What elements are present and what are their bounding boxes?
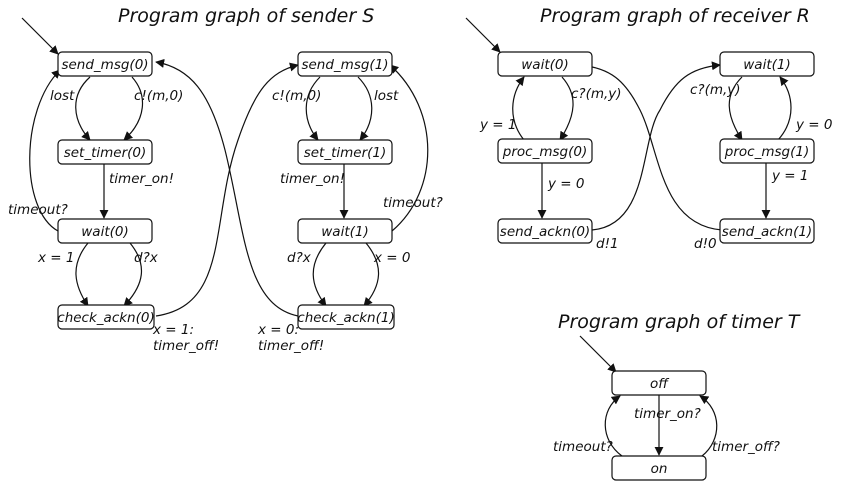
node-label: wait(1) (321, 224, 368, 240)
label-timeout-0: timeout? (8, 202, 68, 218)
label-c-recv-1: c?(m,y) (690, 82, 741, 98)
edge-wait1-x0-check1 (363, 242, 380, 307)
sender-initial-arrow (21, 17, 59, 55)
edge-check1-to-send0 (155, 58, 299, 317)
node-label: wait(1) (743, 57, 790, 73)
label-x-eq-1: x = 1 (37, 250, 74, 266)
label-x0-timer-off-line1: x = 0: (257, 322, 299, 338)
label-x1-timer-off-line2: timer_off! (153, 338, 219, 354)
label-y-eq-1-down: y = 1 (771, 168, 808, 184)
edge-ackn0-d1-rwait1 (591, 61, 721, 231)
node-wait-1: wait(1) (297, 218, 393, 244)
timer-graph-title: Program graph of timer T (558, 311, 801, 333)
label-timer-on-1: timer_on! (280, 171, 345, 187)
label-y-eq-0-right: y = 0 (795, 117, 832, 133)
node-proc-msg-0: proc_msg(0) (497, 138, 593, 164)
node-set-timer-1: set_timer(1) (297, 139, 393, 165)
label-d-x-0: d?x (134, 250, 159, 266)
node-wait-0: wait(0) (57, 218, 153, 244)
label-lost-0: lost (50, 88, 75, 104)
edge-proc1-y0-rwait1 (777, 76, 792, 141)
label-x1-timer-off-line1: x = 1: (152, 322, 194, 338)
label-lost-1: lost (374, 88, 399, 104)
node-label: check_ackn(0) (57, 310, 154, 326)
edge-wait1-timeout-send1 (389, 64, 429, 232)
node-send-ackn-1: send_ackn(1) (719, 218, 815, 244)
node-label: wait(0) (521, 57, 568, 73)
edge-on-timeroff-off (699, 395, 718, 457)
node-label: set_timer(1) (304, 145, 387, 161)
node-label: check_ackn(1) (297, 310, 394, 326)
edge-send1-lost-settimer1 (357, 76, 373, 141)
receiver-edges (465, 17, 792, 231)
node-timer-on: on (611, 455, 707, 481)
receiver-graph-title: Program graph of receiver R (540, 5, 810, 27)
label-x-eq-0: x = 0 (373, 250, 410, 266)
node-send-msg-0: send_msg(0) (57, 51, 153, 77)
edge-ackn1-d0-rwait0 (579, 61, 723, 231)
node-label: send_msg(1) (301, 57, 388, 73)
timer-initial-arrow (579, 335, 617, 373)
node-send-ackn-0: send_ackn(0) (497, 218, 593, 244)
label-d-x-1: d?x (287, 250, 312, 266)
node-label: on (651, 461, 668, 477)
sender-edge-labels: lost c!(m,0) timer_on! timeout? x = 1 d?… (8, 88, 443, 354)
edge-wait0-x1-check0 (75, 242, 89, 307)
node-label: off (650, 376, 669, 392)
node-r-wait-1: wait(1) (719, 51, 815, 77)
label-timer-on-0: timer_on! (109, 171, 174, 187)
sender-edges (21, 17, 429, 317)
label-d-send-1: d!1 (596, 236, 619, 252)
node-label: wait(0) (81, 224, 128, 240)
node-set-timer-0: set_timer(0) (57, 139, 153, 165)
timer-edge-labels: timer_on? timeout? timer_off? (553, 406, 780, 455)
edge-wait0-timeout-send0 (29, 69, 61, 232)
label-timer-on-recv: timer_on? (634, 406, 701, 422)
receiver-initial-arrow (465, 17, 501, 53)
edge-send0-c-settimer0 (123, 76, 144, 141)
edge-rwait1-c-proc1 (728, 76, 743, 141)
node-check-ackn-0: check_ackn(0) (57, 304, 155, 330)
node-timer-off: off (611, 370, 707, 396)
node-proc-msg-1: proc_msg(1) (719, 138, 815, 164)
label-d-send-0: d!0 (694, 236, 717, 252)
label-timer-off-recv: timer_off? (712, 439, 780, 455)
node-r-wait-0: wait(0) (497, 51, 593, 77)
label-c-send-0: c!(m,0) (134, 88, 183, 104)
edge-wait0-d-check0 (123, 242, 143, 307)
edge-rwait0-c-proc0 (559, 76, 574, 141)
sender-graph-title: Program graph of sender S (118, 5, 374, 27)
label-y-eq-0-down: y = 0 (547, 176, 584, 192)
edge-check0-to-send1 (155, 62, 299, 317)
timer-nodes: off on (611, 370, 707, 481)
label-y-eq-1-left: y = 1 (479, 117, 516, 133)
edge-send0-lost-settimer0 (75, 76, 91, 141)
edge-send1-c-settimer1 (305, 76, 321, 141)
node-label: proc_msg(1) (724, 144, 809, 160)
node-label: send_ackn(1) (722, 224, 812, 240)
receiver-nodes: wait(0) proc_msg(0) send_ackn(0) wait(1)… (497, 51, 815, 244)
node-send-msg-1: send_msg(1) (297, 51, 393, 77)
receiver-edge-labels: c?(m,y) y = 1 y = 0 d!1 c?(m,y) y = 0 y … (479, 82, 832, 252)
sender-nodes: send_msg(0) set_timer(0) wait(0) check_a… (57, 51, 395, 330)
node-label: set_timer(0) (64, 145, 147, 161)
label-timeout-send: timeout? (553, 439, 613, 455)
node-label: send_msg(0) (61, 57, 148, 73)
edge-proc0-y1-rwait0 (512, 76, 525, 141)
edge-wait1-d-check1 (312, 242, 327, 307)
label-c-send-1: c!(m,0) (272, 88, 321, 104)
timer-edges (579, 335, 718, 457)
edge-on-timeout-off (604, 395, 623, 457)
label-x0-timer-off-line2: timer_off! (258, 338, 324, 354)
label-c-recv-0: c?(m,y) (571, 86, 622, 102)
node-label: send_ackn(0) (500, 224, 590, 240)
node-label: proc_msg(0) (502, 144, 587, 160)
node-check-ackn-1: check_ackn(1) (297, 304, 395, 330)
label-timeout-1: timeout? (383, 195, 443, 211)
